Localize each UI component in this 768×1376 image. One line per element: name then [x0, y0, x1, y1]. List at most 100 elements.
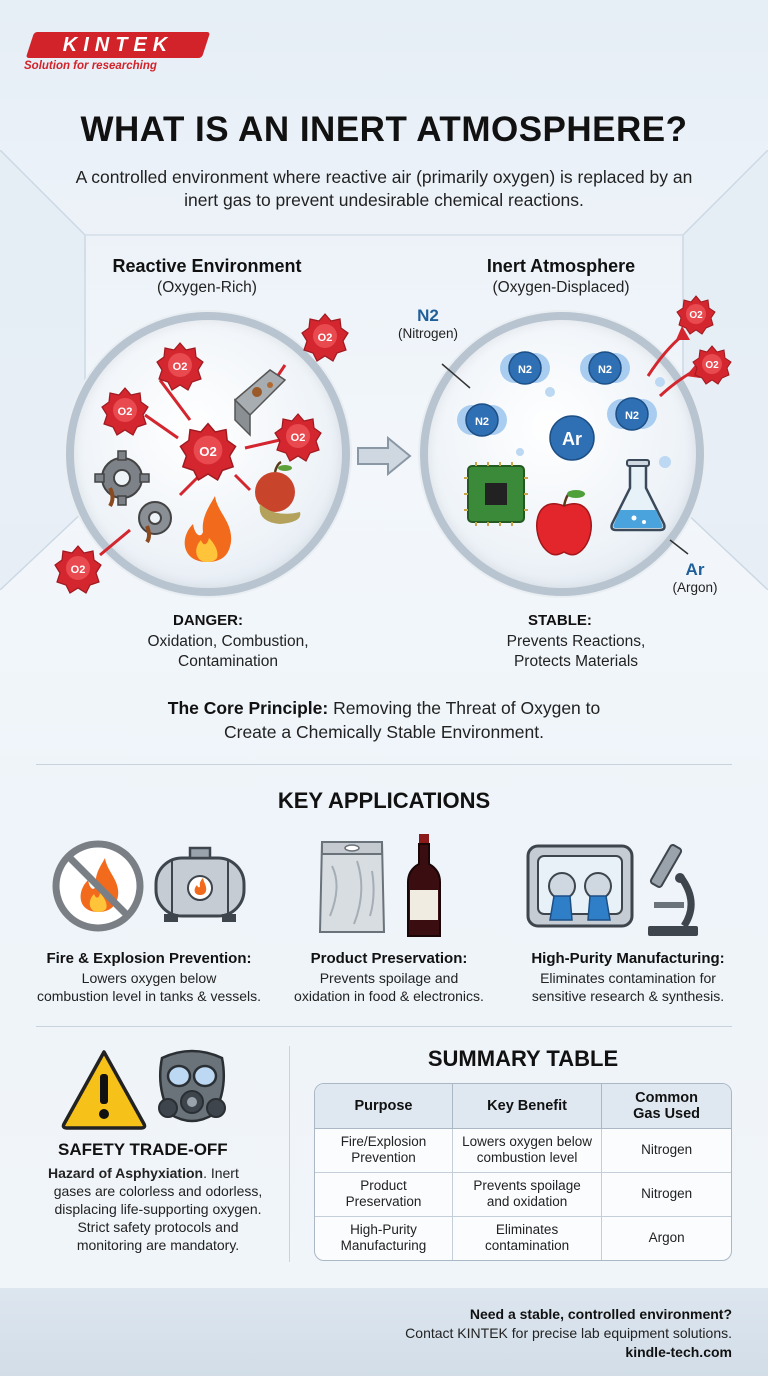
danger-title: DANGER:	[173, 612, 243, 629]
safety-icons	[61, 1049, 226, 1130]
header-benefit: Key Benefit	[452, 1084, 603, 1129]
transition-arrow-icon	[357, 436, 412, 476]
o2-label: O2	[173, 361, 188, 373]
warning-triangle-icon	[61, 1050, 147, 1130]
vertical-divider	[289, 1046, 290, 1262]
microscope-icon	[648, 844, 698, 936]
argon-callout: Ar (Argon)	[660, 560, 730, 595]
divider	[36, 764, 732, 765]
core-principle: The Core Principle: Removing the Threat …	[60, 696, 708, 744]
footer-url-link[interactable]: kindle-tech.com	[625, 1344, 732, 1360]
safety-lead: Hazard of Asphyxiation	[48, 1165, 204, 1181]
safety-line-2: gases are colorless and odorless,	[53, 1183, 263, 1199]
rotten-apple-icon	[255, 460, 301, 524]
stable-line-1: Prevents Reactions,	[506, 633, 646, 650]
page-title: WHAT IS AN INERT ATMOSPHERE?	[80, 110, 688, 149]
applications-title: KEY APPLICATIONS	[277, 788, 491, 813]
footer-text: Need a stable, controlled environment? C…	[405, 1305, 732, 1362]
o2-label: O2	[291, 432, 306, 444]
n2-molecule-label: N2	[518, 364, 532, 376]
flame-icon	[184, 496, 232, 562]
cell-gas: Nitrogen	[601, 1127, 731, 1172]
inert-illustration: N2 N2 N2 N2 Ar O2 O2	[441, 295, 732, 556]
app-purity-title: High-Purity Manufacturing:	[531, 950, 725, 967]
n2-molecule-label: N2	[625, 410, 639, 422]
o2-label: O2	[118, 406, 133, 418]
reactive-illustration: O2 O2 O2 O2 O2 O2	[54, 313, 349, 594]
nitrogen-callout: N2 (Nitrogen)	[388, 306, 468, 341]
app-fire-prevention: Fire & Explosion Prevention: Lowers oxyg…	[24, 950, 274, 1005]
stable-status: STABLE: Prevents Reactions, Protects Mat…	[456, 612, 696, 672]
app-preservation-title: Product Preservation:	[310, 950, 468, 967]
o2-label: O2	[318, 332, 333, 344]
nitrogen-symbol: N2	[417, 306, 439, 325]
rusty-gear-icon	[138, 501, 172, 544]
reactive-title: Reactive Environment	[112, 256, 302, 276]
safety-line-1: . Inert	[203, 1165, 239, 1181]
ar-atom-label: Ar	[562, 429, 582, 449]
n2-molecule-label: N2	[475, 416, 489, 428]
app-fire-line-2: combustion level in tanks & vessels.	[36, 988, 262, 1004]
stable-line-2: Protects Materials	[513, 653, 639, 670]
safety-line-3: displacing life-supporting oxygen.	[54, 1201, 262, 1217]
footer-cta: Contact KINTEK for precise lab equipment…	[405, 1325, 732, 1341]
o2-label: O2	[71, 564, 86, 576]
no-fire-icon	[52, 840, 144, 932]
inert-subtitle: (Oxygen-Displaced)	[492, 279, 630, 296]
app-purity-line-1: Eliminates contamination for	[540, 970, 716, 986]
danger-status: DANGER: Oxidation, Combustion, Contamina…	[118, 612, 338, 672]
inert-heading: Inert Atmosphere (Oxygen-Displaced)	[426, 256, 696, 297]
cell-gas: Argon	[601, 1215, 731, 1260]
danger-line-1: Oxidation, Combustion,	[147, 633, 309, 650]
gas-mask-icon	[158, 1049, 226, 1123]
core-text-1: Removing the Threat of Oxygen to	[328, 698, 601, 718]
cell-gas: Nitrogen	[601, 1171, 731, 1216]
logo-tagline: Solution for researching	[24, 60, 157, 72]
glovebox-icon	[526, 844, 634, 928]
rusty-gear-icon	[94, 450, 150, 508]
vacuum-bag-icon	[318, 841, 386, 933]
footer-band	[0, 1288, 768, 1376]
app-fire-title: Fire & Explosion Prevention:	[46, 950, 252, 967]
core-lead: The Core Principle:	[167, 698, 329, 718]
app-purity-line-2: sensitive research & synthesis.	[531, 988, 725, 1004]
safety-line-4: Strict safety protocols and	[77, 1219, 239, 1235]
stable-title: STABLE:	[528, 612, 592, 629]
o2-label: O2	[689, 310, 703, 321]
rusty-metal-icon	[233, 369, 287, 437]
app-product-preservation: Product Preservation: Prevents spoilage …	[274, 950, 504, 1005]
fresh-apple-icon	[536, 490, 592, 556]
core-text-2: Create a Chemically Stable Environment.	[223, 722, 544, 742]
inert-title: Inert Atmosphere	[486, 256, 636, 276]
fire-prevention-icons	[52, 840, 246, 932]
gas-tank-icon	[154, 846, 246, 922]
reactive-subtitle: (Oxygen-Rich)	[157, 279, 257, 296]
wine-bottle-icon	[407, 834, 441, 937]
safety-title: SAFETY TRADE-OFF	[58, 1140, 228, 1159]
nitrogen-name: (Nitrogen)	[397, 326, 459, 341]
divider	[36, 1026, 732, 1027]
danger-line-2: Contamination	[178, 653, 278, 670]
o2-label: O2	[199, 444, 217, 459]
app-fire-line-1: Lowers oxygen below	[81, 970, 217, 986]
argon-name: (Argon)	[672, 580, 718, 595]
o2-label: O2	[705, 360, 719, 371]
reactive-heading: Reactive Environment (Oxygen-Rich)	[72, 256, 342, 297]
safety-section: SAFETY TRADE-OFF Hazard of Asphyxiation.…	[30, 1140, 286, 1254]
manufacturing-icons	[526, 844, 698, 936]
app-preservation-line-2: oxidation in food & electronics.	[294, 988, 484, 1004]
flask-icon	[610, 459, 666, 532]
app-high-purity: High-Purity Manufacturing: Eliminates co…	[508, 950, 748, 1005]
